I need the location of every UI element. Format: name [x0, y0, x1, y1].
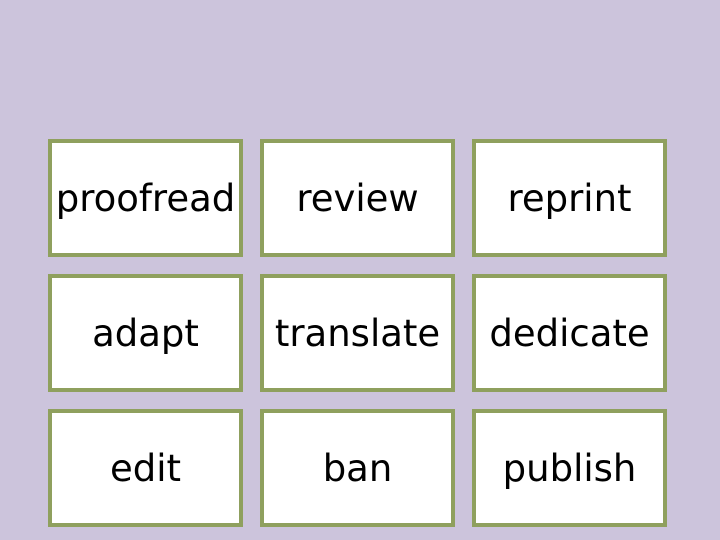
word-card-label: dedicate: [489, 311, 650, 355]
word-card-edit[interactable]: edit: [48, 409, 243, 527]
word-card-translate[interactable]: translate: [260, 274, 455, 392]
word-card-label: review: [296, 176, 419, 220]
word-card-proofread[interactable]: proofread: [48, 139, 243, 257]
word-card-adapt[interactable]: adapt: [48, 274, 243, 392]
word-card-dedicate[interactable]: dedicate: [472, 274, 667, 392]
word-card-label: reprint: [507, 176, 632, 220]
word-card-reprint[interactable]: reprint: [472, 139, 667, 257]
word-card-label: edit: [109, 446, 182, 490]
word-card-label: publish: [502, 446, 637, 490]
word-card-label: adapt: [92, 311, 199, 355]
word-card-label: proofread: [55, 176, 236, 220]
word-card-label: ban: [322, 446, 393, 490]
word-card-label: translate: [274, 311, 441, 355]
word-card-review[interactable]: review: [260, 139, 455, 257]
word-card-grid: proofread review reprint adapt translate…: [48, 139, 668, 527]
word-card-ban[interactable]: ban: [260, 409, 455, 527]
word-card-publish[interactable]: publish: [472, 409, 667, 527]
